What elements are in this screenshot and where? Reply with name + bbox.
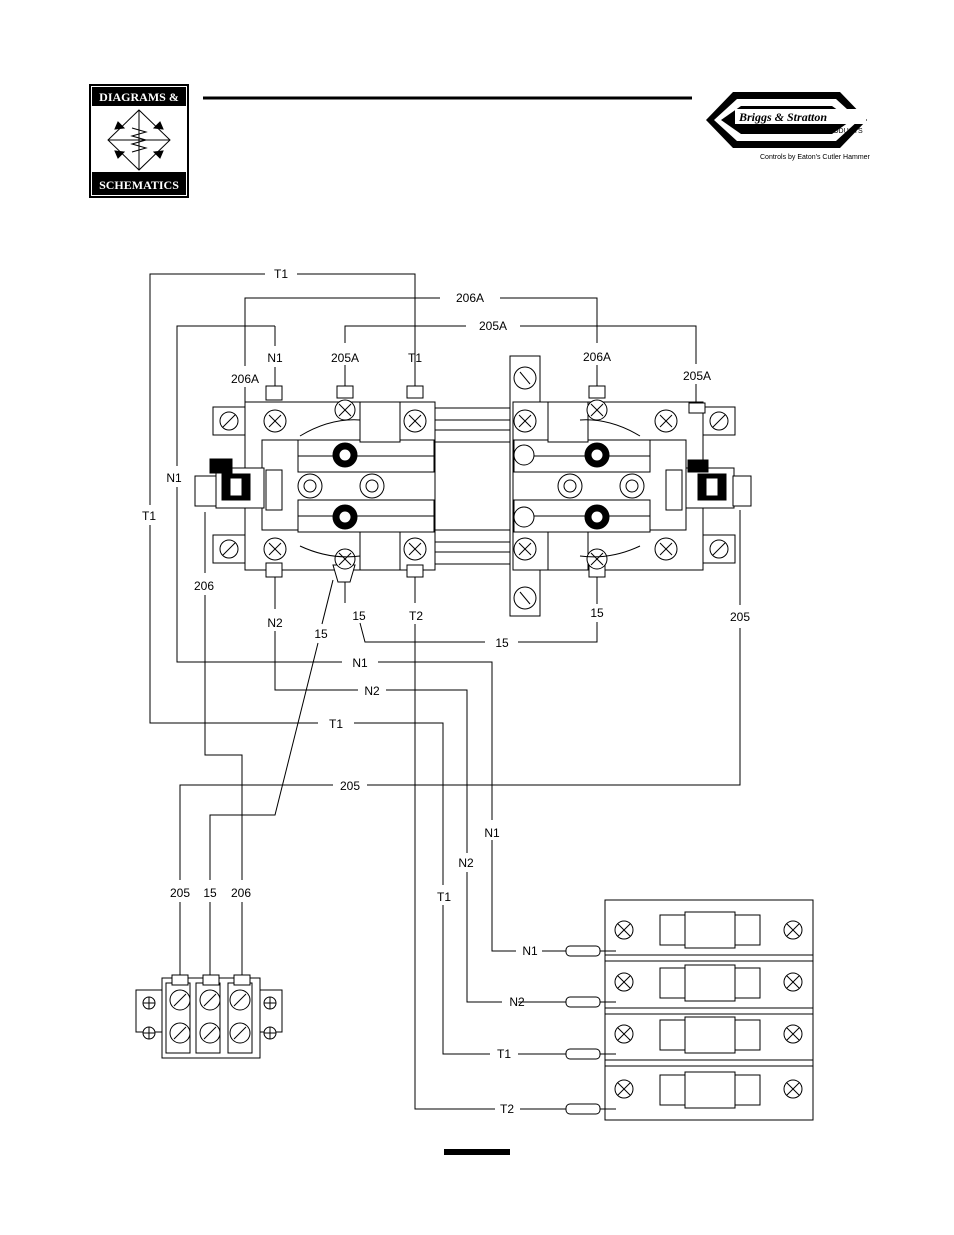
label-t1-run: T1 [329,717,343,731]
label-n1-side: N1 [166,471,182,485]
fuse-terminal-strip [566,900,813,1120]
label-n1-terminal: N1 [267,351,283,365]
label-205-right: 205 [730,610,750,624]
terminal-block [136,975,282,1058]
brand-subtitle: POWER PRODUCTS [795,128,863,135]
label-n2-bottom: N2 [267,616,283,630]
label-15-right: 15 [590,606,604,620]
label-206-block: 206 [231,886,251,900]
label-205-run: 205 [340,779,360,793]
left-transfer-switch [195,386,435,582]
label-t1-side: T1 [142,509,156,523]
label-205a-right: 205A [683,369,711,383]
label-n2-drop: N2 [458,856,474,870]
label-n2-lug: N2 [509,995,525,1009]
label-t2-lug: T2 [500,1102,514,1116]
label-n1-run: N1 [352,656,368,670]
label-t1-lug: T1 [497,1047,511,1061]
label-n2-run: N2 [364,684,380,698]
label-n1-lug: N1 [522,944,538,958]
label-15-run: 15 [495,636,509,650]
interlock-bars [435,408,513,564]
label-15-bottom: 15 [352,609,366,623]
badge-bottom-text: SCHEMATICS [99,178,179,192]
label-206a-left: 206A [231,372,259,386]
label-206-side: 206 [194,579,214,593]
diagrams-schematics-badge: DIAGRAMS & SCHEMATICS [90,85,188,197]
right-transfer-switch [510,356,751,616]
label-205a-top: 205A [479,319,507,333]
label-15-mid: 15 [314,627,328,641]
brand-name: Briggs & Stratton [738,110,827,124]
label-206a-top: 206A [456,291,484,305]
badge-top-text: DIAGRAMS & [99,90,179,104]
briggs-stratton-logo: Briggs & Stratton POWER PRODUCTS Control… [706,92,871,161]
label-205-block: 205 [170,886,190,900]
page-number-bar [444,1149,510,1155]
label-15-block: 15 [203,886,217,900]
label-t1-top: T1 [274,267,288,281]
label-n1-drop: N1 [484,826,500,840]
label-206a-right: 206A [583,350,611,364]
label-t2-bottom: T2 [409,609,423,623]
brand-tagline: Controls by Eaton's Cutler Hammer [760,154,871,161]
label-t1-drop: T1 [437,890,451,904]
label-205a-left: 205A [331,351,359,365]
label-t1-terminal: T1 [408,351,422,365]
